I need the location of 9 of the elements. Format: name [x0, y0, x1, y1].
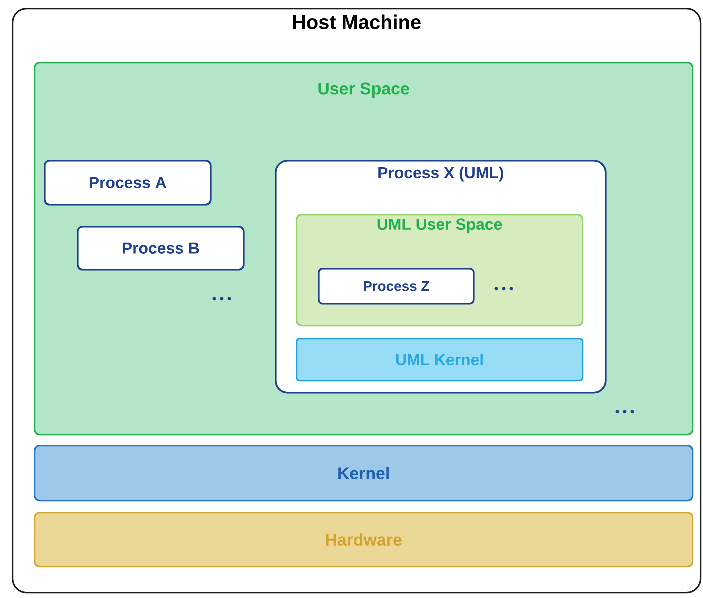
ellipsis: • • • — [212, 297, 232, 301]
ellipsis: • • • — [616, 410, 634, 414]
ellipsis: • • • — [494, 287, 514, 291]
layer-box: Kernel — [34, 445, 694, 502]
process-box: Process B — [77, 226, 245, 271]
process-box: Process A — [44, 160, 212, 206]
layer-box: UML Kernel — [296, 338, 584, 382]
layer-box: Hardware — [34, 512, 694, 568]
process-box: Process Z — [318, 268, 475, 305]
